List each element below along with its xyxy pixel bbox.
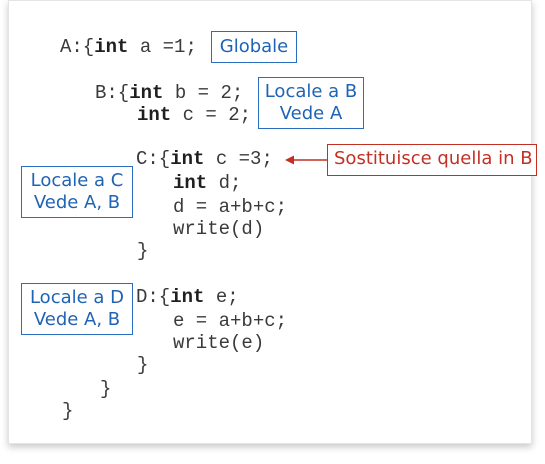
code-line-a: A:{int a =1; [60,36,197,58]
code-line-c1: C:{int c =3; [136,148,273,170]
code-line-d-close: } [137,354,149,376]
annotation-locale-b: Locale a B Vede A [258,77,364,129]
arrow-icon [285,155,327,165]
code-line-b1: B:{int b = 2; [95,82,244,104]
annotation-locale-c: Locale a C Vede A, B [21,166,133,218]
code-line-d1: D:{int e; [136,286,239,308]
code-line-a-close: } [62,400,74,422]
annotation-sostituisce: Sostituisce quella in B [327,144,537,176]
code-line-d2: e = a+b+c; [173,310,288,332]
code-line-c3: d = a+b+c; [173,196,288,218]
code-line-c4: write(d) [173,218,265,240]
code-slide [8,0,532,444]
code-line-b2: int c = 2; [137,104,252,126]
annotation-locale-d: Locale a D Vede A, B [21,283,133,335]
annotation-globale: Globale [211,31,297,63]
code-line-c-close: } [137,240,149,262]
code-line-d3: write(e) [173,332,265,354]
code-line-c2: int d; [173,172,242,194]
code-line-b-close: } [100,378,112,400]
